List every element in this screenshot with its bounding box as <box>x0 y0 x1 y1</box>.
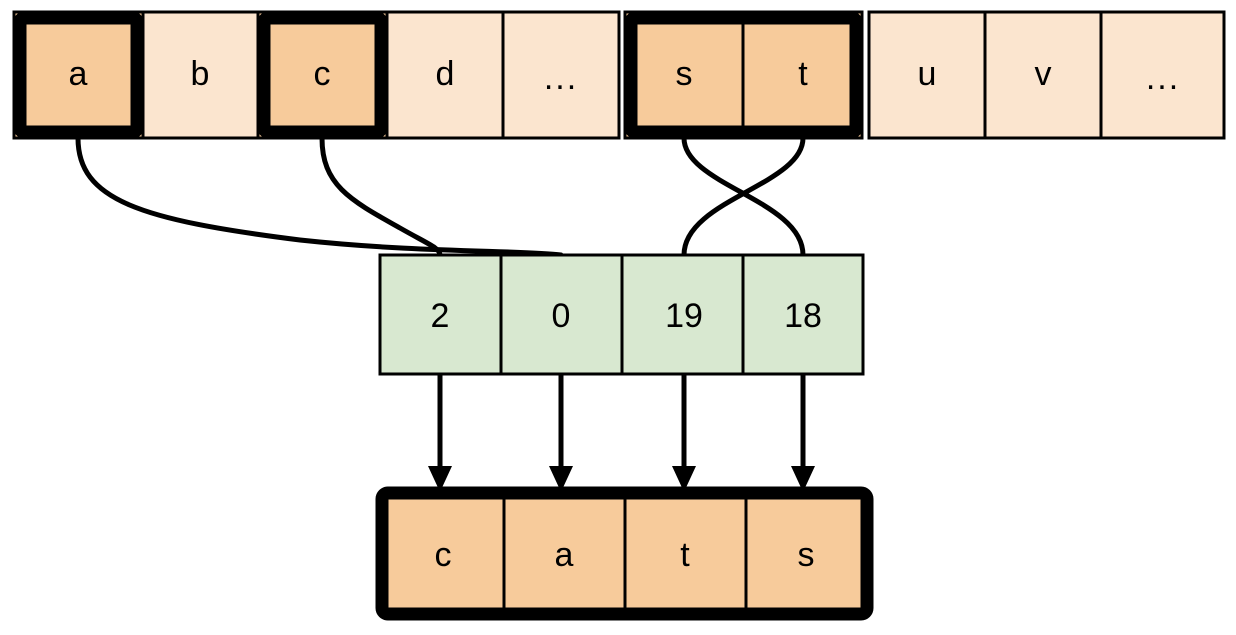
index-cell-1-label: 0 <box>552 297 571 335</box>
output-word: c a t s <box>375 486 874 621</box>
arrow-2-to-c <box>428 374 452 492</box>
index-cell-1[interactable] <box>499 253 624 376</box>
alphabet-cell-ellipsis-left[interactable] <box>501 10 621 140</box>
output-cell-0[interactable] <box>381 492 506 615</box>
alphabet-cell-ellipsis-right-label: ... <box>1146 59 1180 97</box>
selection-outline-output <box>375 486 874 621</box>
alphabet-cell-b[interactable] <box>141 10 260 140</box>
alphabet-strip: a b c d ... s t u v ... <box>12 10 1226 140</box>
output-cell-3-label: s <box>798 536 815 574</box>
output-cell-1[interactable] <box>502 492 627 615</box>
index-cell-2[interactable] <box>620 253 745 376</box>
alphabet-cell-ellipsis-left-label: ... <box>544 59 578 97</box>
alphabet-cell-s-label: s <box>676 55 693 93</box>
alphabet-cell-d[interactable] <box>385 10 505 140</box>
alphabet-cell-b-label: b <box>191 55 210 93</box>
arrow-0-to-a <box>549 374 573 492</box>
selection-outline-a <box>13 11 144 139</box>
index-cell-3-label: 18 <box>784 297 822 335</box>
selection-outline-c <box>257 11 388 139</box>
alphabet-cell-u-label: u <box>918 55 937 93</box>
alphabet-cell-ellipsis-right[interactable] <box>1099 10 1226 140</box>
alphabet-cell-v[interactable] <box>983 10 1103 140</box>
arrow-19-to-t <box>672 374 696 492</box>
index-cell-0-label: 2 <box>431 297 450 335</box>
alphabet-cell-a[interactable] <box>12 10 145 140</box>
curve-c-to-2 <box>319 135 443 258</box>
alphabet-cell-d-label: d <box>436 55 455 93</box>
alphabet-cell-t[interactable] <box>741 10 864 140</box>
selection-outline-st <box>624 11 863 139</box>
output-cell-1-label: a <box>555 536 574 574</box>
alphabet-cell-a-label: a <box>69 55 88 93</box>
output-cell-0-label: c <box>435 536 452 574</box>
alphabet-cell-v-label: v <box>1035 55 1052 93</box>
index-cell-0[interactable] <box>378 253 503 376</box>
curve-a-to-0 <box>75 135 564 258</box>
output-cell-2-label: t <box>680 536 690 574</box>
index-cell-3[interactable] <box>741 253 865 376</box>
index-array: 2 0 19 18 <box>378 253 865 376</box>
alphabet-cell-c-label: c <box>314 55 331 93</box>
alphabet-cell-t-label: t <box>798 55 808 93</box>
index-cell-2-label: 19 <box>665 297 703 335</box>
curve-t-to-19 <box>681 135 806 258</box>
arrow-18-to-s <box>791 374 815 492</box>
